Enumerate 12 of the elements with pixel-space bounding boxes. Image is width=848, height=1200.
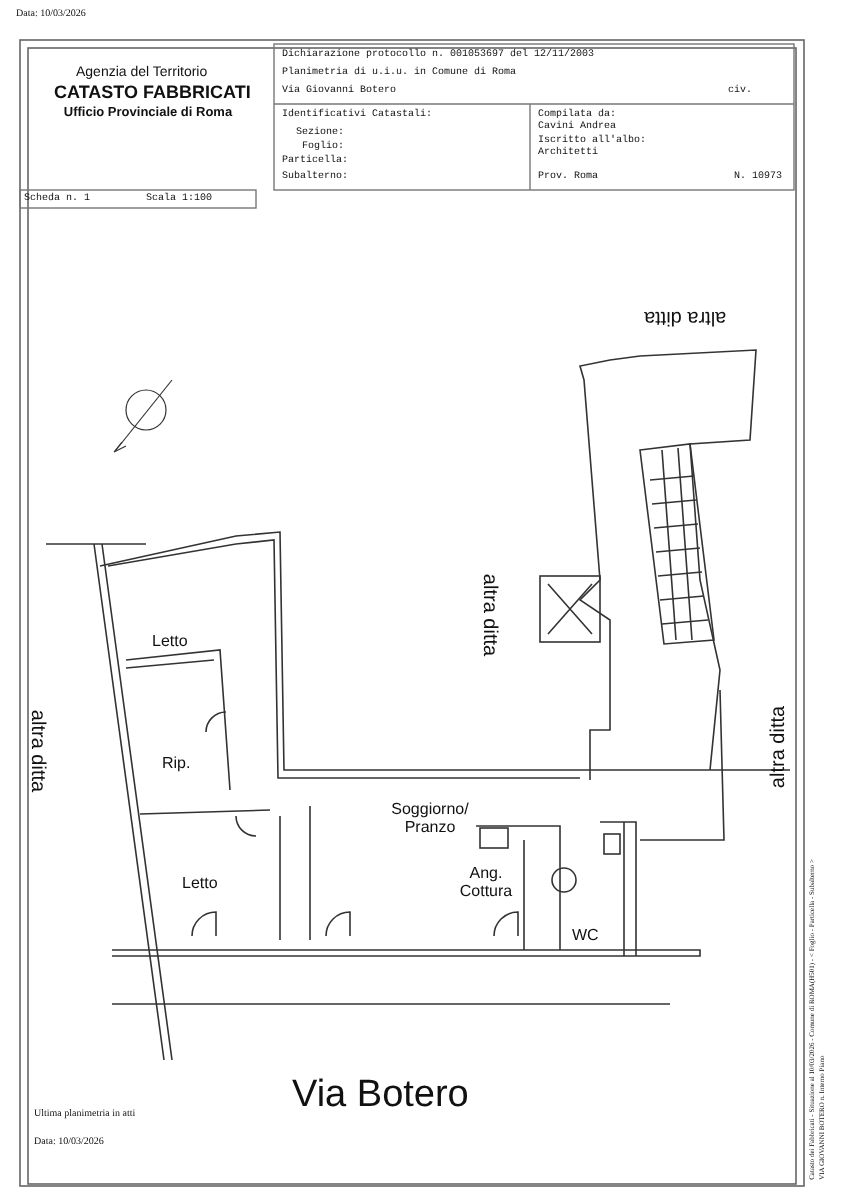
neighbor-label: altra ditta [478, 573, 501, 657]
room-label: Letto [182, 876, 218, 894]
room-label: Ang. Cottura [457, 866, 515, 902]
neighbor-label: altra ditta [26, 709, 49, 793]
room-label: Rip. [162, 756, 191, 774]
room-label: Soggiorno/ Pranzo [389, 802, 471, 838]
neighbor-label: altra ditta [644, 306, 727, 328]
room-label: Letto [152, 634, 188, 652]
office-title: CATASTO FABBRICATI [54, 84, 251, 104]
street-name: Via Botero [292, 1076, 469, 1118]
neighbor-label: altra ditta [768, 705, 791, 789]
room-label: WC [572, 928, 599, 946]
